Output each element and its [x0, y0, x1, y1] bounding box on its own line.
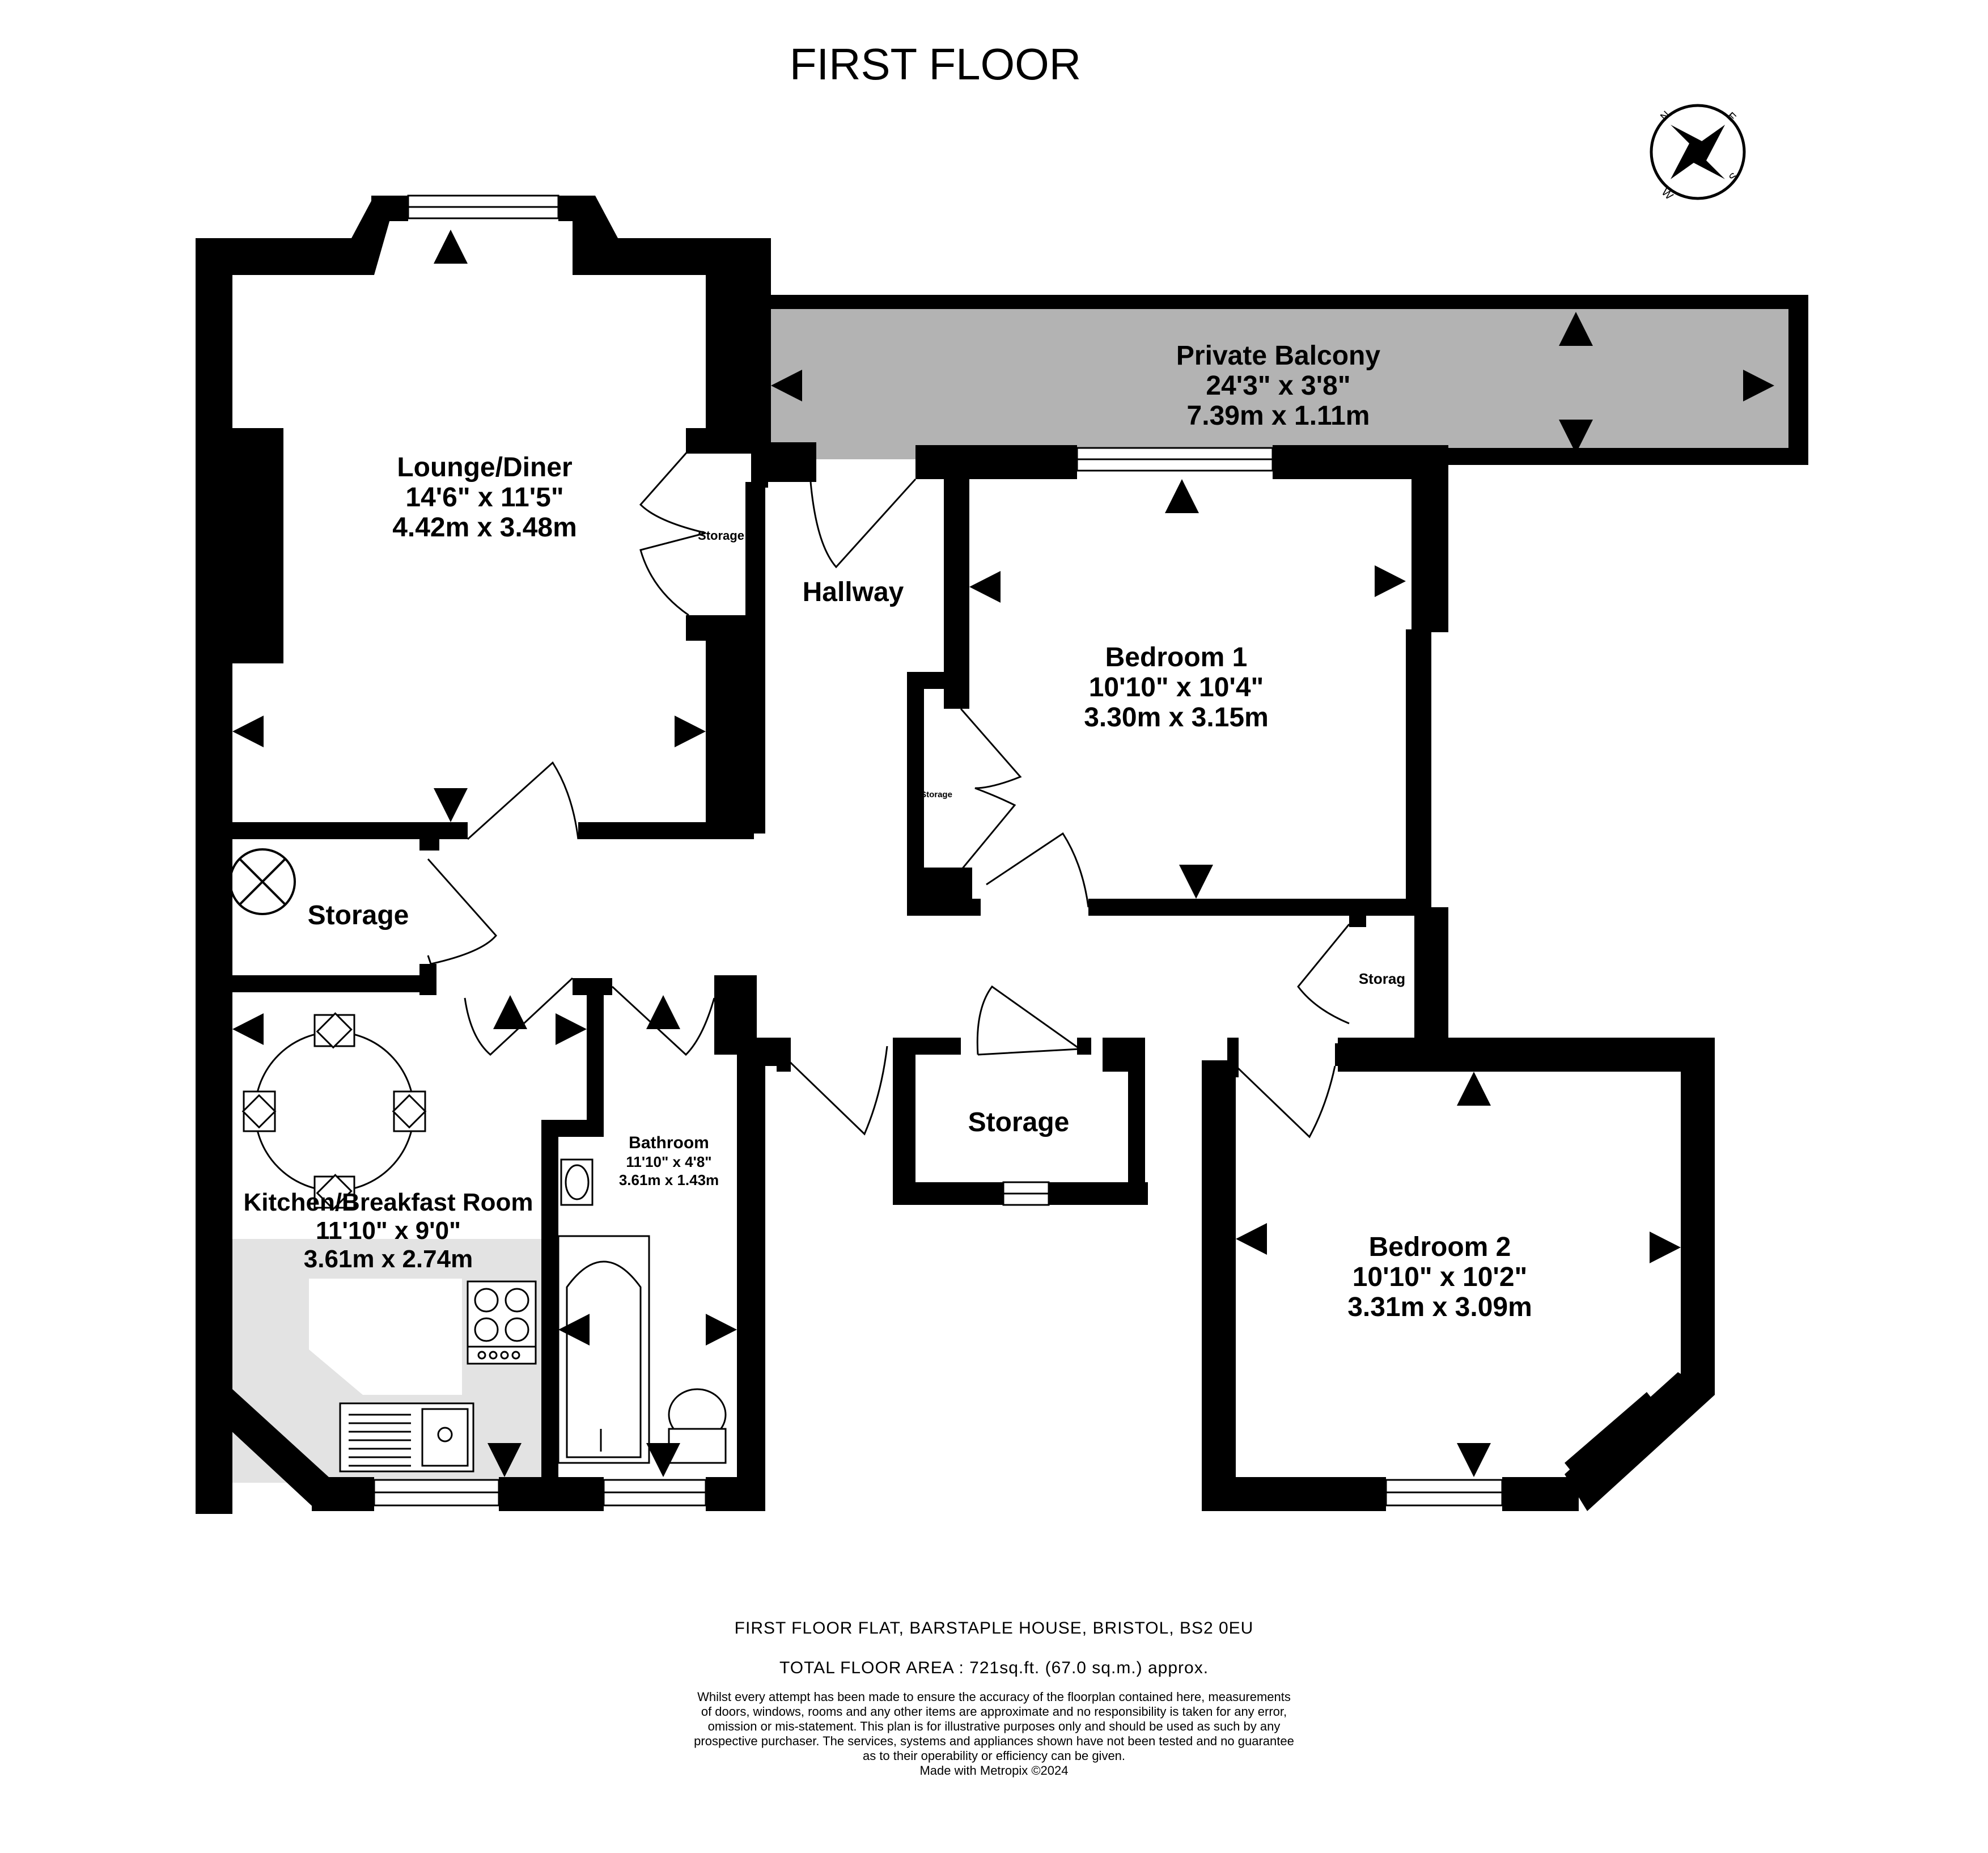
room-label-bathroom: Bathroom 11'10" x 4'8" 3.61m x 1.43m	[619, 1133, 719, 1188]
bedroom1-metric: 3.30m x 3.15m	[1084, 703, 1269, 733]
compass-north-label: N	[1658, 109, 1673, 124]
bedroom1-name: Bedroom 1	[1105, 642, 1248, 672]
storage-lounge-name: Storage	[698, 528, 744, 543]
bedroom2-name: Bedroom 2	[1369, 1232, 1511, 1262]
disclaimer-line: Made with Metropix ©2024	[919, 1763, 1069, 1778]
room-label-bedroom2: Bedroom 2 10'10" x 10'2" 3.31m x 3.09m	[1347, 1232, 1532, 1322]
lounge-name: Lounge/Diner	[397, 452, 572, 483]
balcony-metric: 7.39m x 1.11m	[1187, 401, 1370, 431]
footer-total-area: TOTAL FLOOR AREA : 721sq.ft. (67.0 sq.m.…	[779, 1659, 1209, 1677]
disclaimer-line: as to their operability or efficiency ca…	[862, 1749, 1126, 1763]
bedroom2-imperial: 10'10" x 10'2"	[1353, 1262, 1528, 1292]
direction-arrows	[232, 230, 1774, 1477]
plan-title: FIRST FLOOR	[790, 39, 1081, 89]
lounge-metric: 4.42m x 3.48m	[392, 513, 577, 543]
bedroom2-metric: 3.31m x 3.09m	[1347, 1292, 1532, 1322]
disclaimer-line: of doors, windows, rooms and any other i…	[701, 1704, 1287, 1719]
bathroom-fixtures	[557, 1158, 727, 1464]
disclaimer-line: Whilst every attempt has been made to en…	[697, 1690, 1291, 1704]
kitchen-name: Kitchen/Breakfast Room	[243, 1188, 533, 1216]
bathroom-name: Bathroom	[629, 1133, 709, 1152]
balcony-name: Private Balcony	[1176, 341, 1380, 371]
compass-east-label: E	[1724, 110, 1738, 124]
lounge-imperial: 14'6" x 11'5"	[405, 483, 563, 513]
kitchen-fixtures	[241, 1012, 537, 1473]
compass-west-label: W	[1659, 186, 1675, 202]
room-label-bedroom1: Bedroom 1 10'10" x 10'4" 3.30m x 3.15m	[1084, 642, 1269, 733]
disclaimer-line: omission or mis-statement. This plan is …	[707, 1719, 1281, 1733]
bathroom-metric: 3.61m x 1.43m	[619, 1171, 719, 1188]
balcony-imperial: 24'3" x 3'8"	[1206, 371, 1350, 401]
dining-table	[254, 1031, 415, 1192]
room-label-balcony: Private Balcony 24'3" x 3'8" 7.39m x 1.1…	[1176, 341, 1380, 431]
room-label-lounge: Lounge/Diner 14'6" x 11'5" 4.42m x 3.48m	[392, 452, 577, 543]
doors	[427, 430, 1350, 1139]
storage-lower-name: Storage	[968, 1107, 1070, 1137]
windows	[373, 194, 1503, 1507]
balcony-floor	[768, 309, 1788, 459]
room-label-kitchen: Kitchen/Breakfast Room 11'10" x 9'0" 3.6…	[243, 1188, 533, 1273]
hallway-name: Hallway	[803, 577, 904, 607]
bedroom1-imperial: 10'10" x 10'4"	[1089, 672, 1264, 703]
kitchen-metric: 3.61m x 2.74m	[304, 1245, 473, 1273]
kitchen-imperial: 11'10" x 9'0"	[316, 1217, 461, 1245]
storage-main-name: Storage	[308, 900, 409, 930]
extractor-fan-icon	[229, 848, 296, 915]
bathroom-imperial: 11'10" x 4'8"	[626, 1153, 711, 1170]
storage-bed1-name: Storage	[921, 790, 952, 799]
compass-icon: N E S W	[1650, 104, 1746, 202]
disclaimer-line: prospective purchaser. The services, sys…	[694, 1734, 1294, 1748]
footer-address: FIRST FLOOR FLAT, BARSTAPLE HOUSE, BRIST…	[734, 1619, 1254, 1638]
footer-disclaimer: Whilst every attempt has been made to en…	[0, 1690, 1988, 1778]
storage-hall-right-name: Storag	[1359, 970, 1405, 987]
walls	[196, 196, 1808, 1514]
